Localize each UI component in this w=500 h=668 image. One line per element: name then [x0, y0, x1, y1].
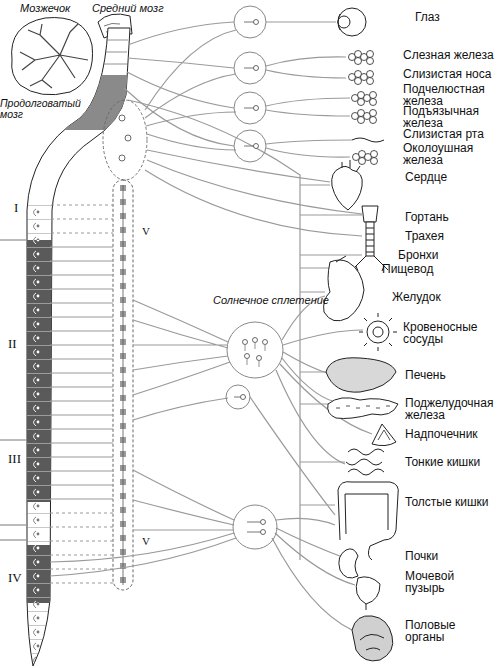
segment-number: I [14, 202, 34, 214]
ganglion-fiber [245, 345, 246, 352]
ganglion-fiber [259, 361, 260, 368]
ganglion-cell [243, 340, 248, 345]
brain-part-label: Средний мозг [92, 3, 182, 14]
blood-vessel [359, 313, 397, 351]
organ-label: Надпочечник [405, 429, 497, 441]
brain-part-label: Продолговатый мозг [0, 98, 76, 120]
organ-label: Желудок [392, 292, 482, 304]
ganglion-circles [226, 6, 277, 549]
organ-label: Глаз [415, 12, 485, 24]
organ-label: Половые органы [405, 620, 477, 643]
large-intestine [338, 482, 398, 560]
adrenal-gland [372, 424, 396, 446]
ganglion-cell [245, 354, 250, 359]
organ-label: Кровеносные сосуды [403, 322, 483, 345]
organ-label: Гортань [405, 212, 495, 224]
heart [332, 160, 363, 210]
segment-number: IV [8, 572, 32, 584]
organ-label: Подчелюстная железа [403, 84, 488, 107]
organ-label: Пищевод [382, 264, 472, 276]
small-intestine [346, 449, 384, 475]
plexus-ring [227, 322, 283, 378]
organ-label: Околоушная железа [403, 143, 488, 166]
segment-number: V [142, 536, 162, 547]
ganglion-cell [253, 338, 258, 343]
ganglion-cell [257, 356, 262, 361]
genital-organs [352, 616, 393, 661]
organ-label: Бронхи [398, 250, 488, 262]
ganglion-cells [241, 20, 266, 535]
cerebellum [12, 18, 93, 95]
spinal-cord [0, 28, 140, 666]
organ-label: Тонкие кишки [405, 457, 497, 469]
ganglion-fiber [255, 343, 256, 350]
bladder [356, 577, 380, 610]
larynx-trachea [352, 206, 388, 271]
organ-label: Трахея [405, 231, 495, 243]
kidney [339, 549, 358, 578]
plexus-circle: Солнечное сплетение [213, 294, 335, 380]
organ-label: Мочевой пузырь [405, 571, 477, 594]
liver [326, 358, 396, 392]
ganglion-cell [263, 340, 268, 345]
organ-label: Слезная железа [403, 50, 500, 62]
pancreas [328, 398, 398, 419]
organ-label: Поджелудочная железа [405, 398, 498, 421]
plexus-label: Солнечное сплетение [213, 294, 329, 306]
segment-number: II [8, 338, 32, 350]
ganglion-fiber [265, 345, 266, 352]
brain-part-label: Мозжечок [20, 3, 100, 14]
glands [349, 51, 385, 165]
nerve-lines [50, 22, 372, 630]
eye [338, 8, 366, 36]
organ-label: Толстые кишки [405, 497, 497, 509]
organ-label: Слизистая рта [403, 129, 500, 141]
organ-label: Почки [405, 551, 495, 563]
organ-label: Подъязычная железа [403, 106, 488, 129]
organ-label: Сердце [405, 172, 495, 184]
organ-label: Печень [405, 370, 495, 382]
stomach [324, 256, 364, 321]
organ-label: Слизистая носа [403, 69, 500, 81]
ganglion-fiber [247, 359, 248, 366]
segment-number: III [8, 453, 32, 465]
plexus-outline [213, 294, 335, 380]
segment-number: V [142, 226, 162, 237]
